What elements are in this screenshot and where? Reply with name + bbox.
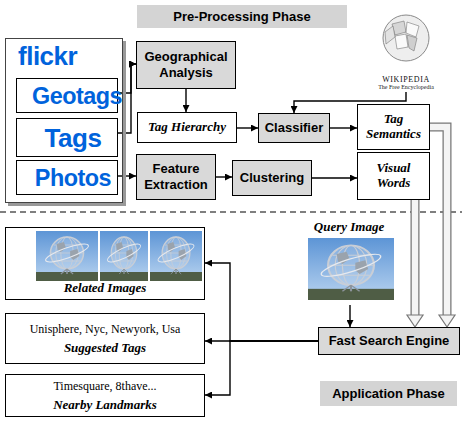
- related-photo: [36, 231, 98, 281]
- process-box: Clustering: [232, 160, 312, 196]
- wikipedia-globe: [383, 15, 429, 61]
- related-photo: [100, 231, 148, 281]
- connector-fill: [430, 127, 447, 315]
- output-box: Timesquare, 8thave...Nearby Landmarks: [5, 374, 205, 417]
- node-text: Query Image: [300, 219, 398, 235]
- phase-divider: [0, 211, 462, 212]
- data-box: Tag Semantics: [357, 104, 430, 150]
- process-box: Feature Extraction: [136, 154, 216, 200]
- connector-line: [349, 305, 350, 327]
- connector-line: [185, 89, 186, 112]
- node-text: Feature Extraction: [140, 161, 212, 192]
- source-box: Geotags: [16, 78, 118, 113]
- query-photo: [308, 238, 394, 300]
- node-text: Pre-Processing Phase: [141, 9, 343, 24]
- node-text: Visual Words: [361, 161, 426, 191]
- related-photo: [150, 231, 202, 281]
- phase-label: Application Phase: [320, 381, 457, 406]
- node-text: Photos: [20, 163, 114, 192]
- arrow-head: [407, 315, 423, 327]
- hollow-arrow: [430, 127, 455, 327]
- phase-label: Pre-Processing Phase: [137, 5, 347, 28]
- process-box: Geographical Analysis: [136, 41, 236, 89]
- connector-line: [118, 175, 136, 176]
- connector-fill: [412, 200, 419, 315]
- node-text: Suggested Tags: [9, 340, 201, 356]
- connector-line: [205, 263, 318, 341]
- data-box: Visual Words: [357, 152, 430, 200]
- flow-arrow: [216, 177, 232, 178]
- node-text: WIKIPEDIA: [372, 75, 440, 84]
- node-text: Timesquare, 8thave...: [9, 379, 201, 397]
- connector-outline: [411, 200, 420, 315]
- node-text: Classifier: [262, 120, 326, 136]
- flow-arrow: [237, 128, 258, 129]
- output-box: Related Images: [5, 227, 205, 300]
- connector-line: [205, 341, 318, 395]
- node-text: Tag Hierarchy: [141, 120, 233, 135]
- flow-arrow: [330, 128, 357, 129]
- flow-arrow: [186, 89, 187, 112]
- source-box: Photos: [16, 160, 118, 195]
- source-panel: flickrGeotagsTagsPhotos: [5, 38, 123, 203]
- hollow-arrow: [407, 200, 423, 327]
- node-text: flickr: [6, 39, 122, 72]
- node-text: Nearby Landmarks: [9, 397, 201, 413]
- arrow-head: [439, 315, 455, 327]
- node-text: Related Images: [9, 280, 201, 296]
- source-box: Tags: [16, 118, 118, 157]
- flow-arrow: [350, 305, 351, 327]
- connector-line: [312, 177, 357, 178]
- connector-line: [237, 127, 258, 128]
- node-text: Unisphere, Nyc, Newyork, Usa: [9, 322, 201, 340]
- query-input: Query Image: [300, 217, 398, 305]
- flow-arrow: [205, 263, 318, 341]
- node-text: Tags: [20, 121, 114, 154]
- node-text: The Free Encyclopedia: [372, 84, 440, 90]
- node-text: Tag Semantics: [361, 112, 426, 142]
- flow-arrow: [118, 176, 136, 177]
- flow-arrow: [312, 178, 357, 179]
- process-box: Classifier: [258, 113, 330, 143]
- node-text: Clustering: [236, 170, 308, 186]
- output-box: Unisphere, Nyc, Newyork, UsaSuggested Ta…: [5, 313, 205, 364]
- node-text: Geotags: [20, 81, 114, 110]
- node-text: Geographical Analysis: [140, 49, 232, 80]
- connector-outline: [430, 127, 447, 315]
- connector-line: [330, 127, 357, 128]
- node-text: Fast Search Engine: [322, 333, 456, 349]
- process-box: Fast Search Engine: [318, 327, 460, 355]
- knowledge-source: WIKIPEDIAThe Free Encyclopedia: [372, 14, 440, 92]
- flow-arrow: [205, 341, 318, 395]
- node-text: Application Phase: [324, 386, 453, 401]
- data-box: Tag Hierarchy: [137, 112, 237, 143]
- connector-line: [216, 176, 232, 177]
